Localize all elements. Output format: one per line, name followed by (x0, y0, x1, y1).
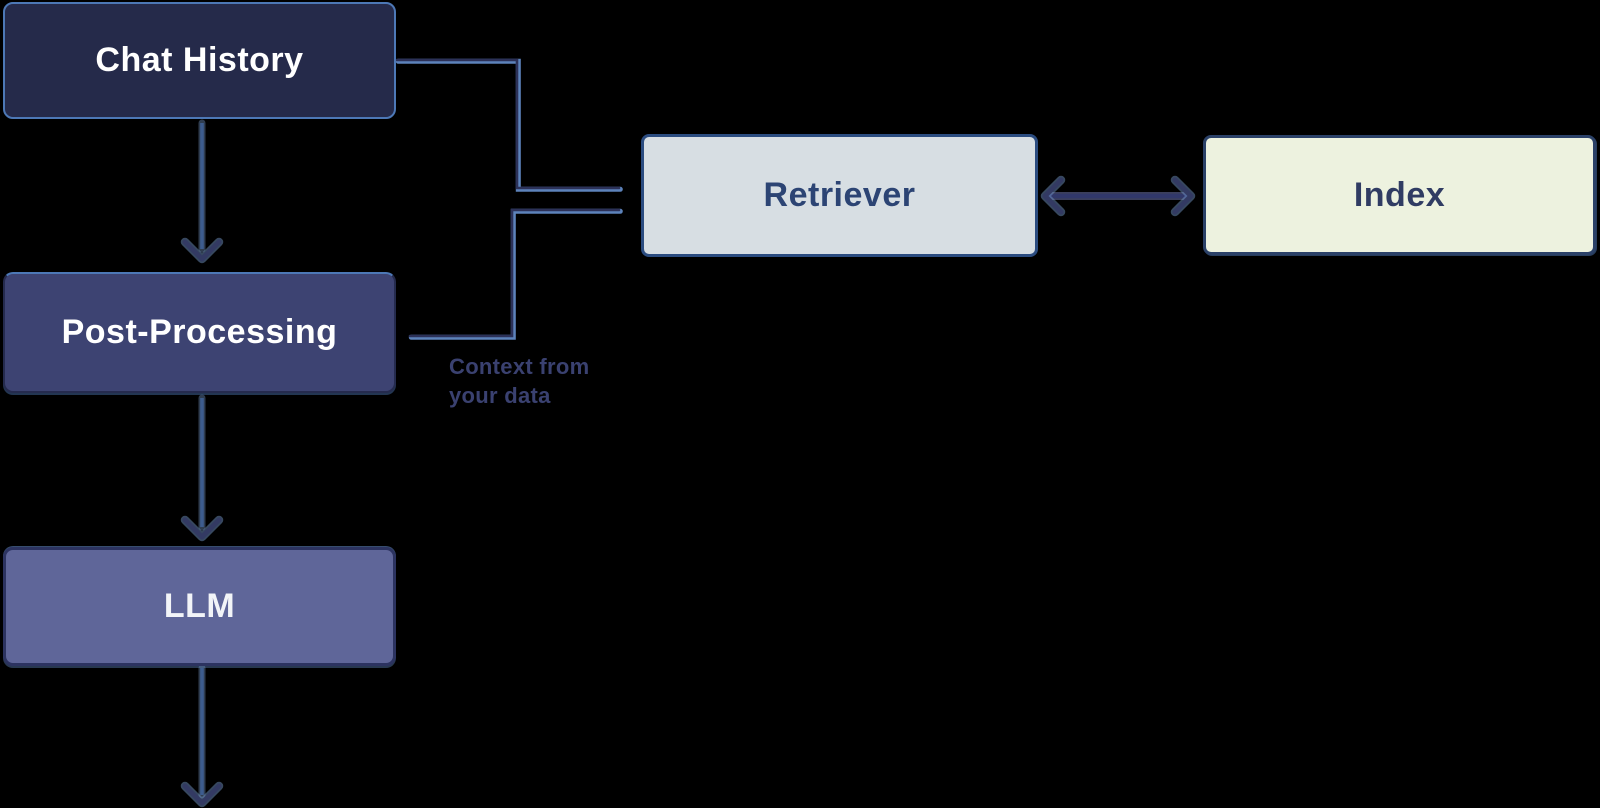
arrow-retriever-index-bidirectional (1040, 175, 1196, 217)
node-post-processing-label: Post-Processing (61, 313, 338, 351)
node-index: Index (1203, 135, 1596, 255)
context-from-your-data-label: Context from your data (449, 352, 590, 410)
arrow-llm-to-output (180, 664, 224, 808)
node-index-label: Index (1353, 175, 1446, 214)
connector-chat-history-to-retriever (395, 58, 623, 192)
node-post-processing: Post-Processing (3, 272, 396, 393)
node-chat-history: Chat History (3, 2, 396, 119)
arrow-chat-history-to-post-processing (180, 119, 224, 264)
annotation-line-1: Context from (449, 354, 590, 379)
node-llm-label: LLM (163, 587, 236, 625)
node-llm: LLM (3, 547, 396, 666)
connector-retriever-to-post-processing (408, 208, 623, 340)
node-chat-history-label: Chat History (95, 41, 304, 79)
node-retriever-label: Retriever (763, 176, 916, 214)
node-retriever: Retriever (641, 134, 1038, 257)
annotation-line-2: your data (449, 383, 551, 409)
arrow-post-processing-to-llm (180, 394, 224, 542)
